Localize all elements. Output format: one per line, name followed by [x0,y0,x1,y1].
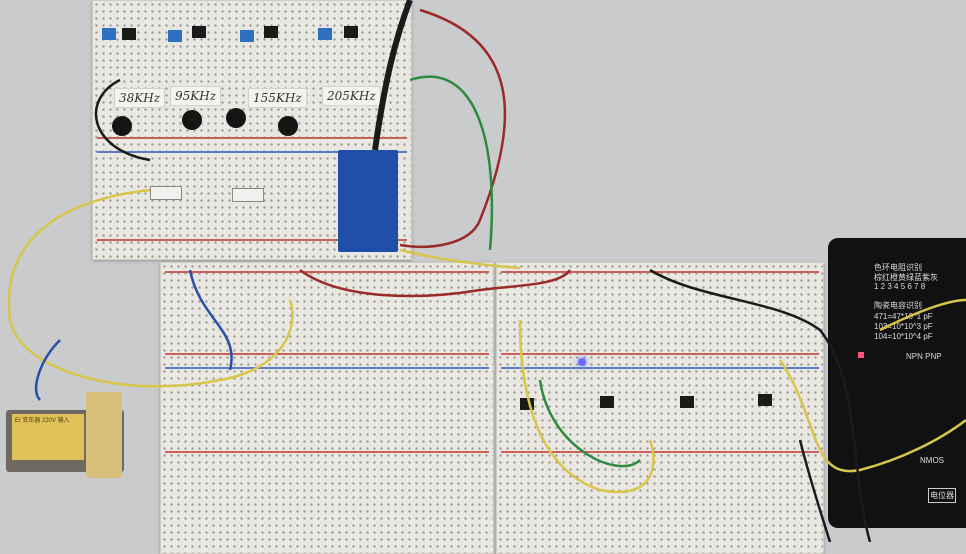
blue-wire [34,339,61,401]
push-button[interactable] [278,116,298,136]
ic-chip [344,26,358,38]
component-tester: 色环电阻识别 棕红橙黄绿蓝紫灰 1 2 3 4 5 6 7 8 陶瓷电容识别 4… [828,238,966,528]
tester-text: 1 2 3 4 5 6 7 8 [874,282,926,291]
tester-text: 棕红橙黄绿蓝紫灰 [874,273,938,282]
ic-chip [122,28,136,40]
ground-rail [97,151,407,153]
trimmer-pot [102,28,116,40]
blue-wire [188,269,233,371]
wires [7,0,966,542]
blue-led [578,358,586,366]
black-wire [94,78,151,162]
tester-text: NMOS [920,456,944,465]
tester-text: NPN PNP [906,352,942,361]
ground-rail [165,367,489,369]
bottom-right-breadboard [496,262,824,554]
push-button[interactable] [112,116,132,136]
push-button[interactable] [226,108,246,128]
trimmer-pot [240,30,254,42]
yellow-wire [879,298,966,332]
trimmer-pot [318,28,332,40]
trimmer-pot [168,30,182,42]
yellow-wire [7,188,294,388]
tester-text: 陶瓷电容识别 [874,301,922,310]
power-rail [501,271,819,273]
power-rail [97,137,407,139]
power-rail [501,353,819,355]
slide-switch[interactable] [150,186,182,200]
yellow-wire [518,319,655,494]
frequency-label: 95KHz [170,86,222,106]
bottom-left-breadboard [160,262,494,554]
push-button[interactable] [182,110,202,130]
yellow-wire [399,248,521,270]
yellow-wire [778,359,966,473]
usb-cable [372,0,413,151]
ic-chip [264,26,278,38]
tester-text: 103=10*10^3 pF [874,322,933,331]
green-wire [538,379,641,468]
transformer-sticker: EI 变压器 220V 输入 [12,414,84,460]
power-rail [501,451,819,453]
slide-switch[interactable] [232,188,264,202]
power-rail [165,271,489,273]
ground-rail [501,367,819,369]
green-wire [409,75,494,251]
ic-chip [758,394,772,406]
red-wire [399,8,507,248]
tester-text: 电位器 [928,488,956,503]
tester-text: 471=47*10^1 pF [874,312,933,321]
power-rail [97,239,407,241]
black-wire [649,268,872,542]
ic-chip [192,26,206,38]
ic-chip [600,396,614,408]
transformer: EI 变压器 220V 输入 [6,392,124,480]
black-wire [798,439,832,542]
ic-chip [680,396,694,408]
tester-text: 104=10*10^4 pF [874,332,933,341]
tester-led [858,352,864,358]
frequency-label: 38KHz [114,88,166,108]
tester-text: 色环电阻识别 [874,263,922,272]
frequency-label: 205KHz [322,86,381,106]
red-wire [299,268,572,298]
frequency-label: 155KHz [248,88,307,108]
microcontroller-board [338,150,398,252]
power-rail [165,451,489,453]
top-breadboard [92,0,412,260]
transformer-bobbin [86,392,122,478]
power-rail [165,353,489,355]
